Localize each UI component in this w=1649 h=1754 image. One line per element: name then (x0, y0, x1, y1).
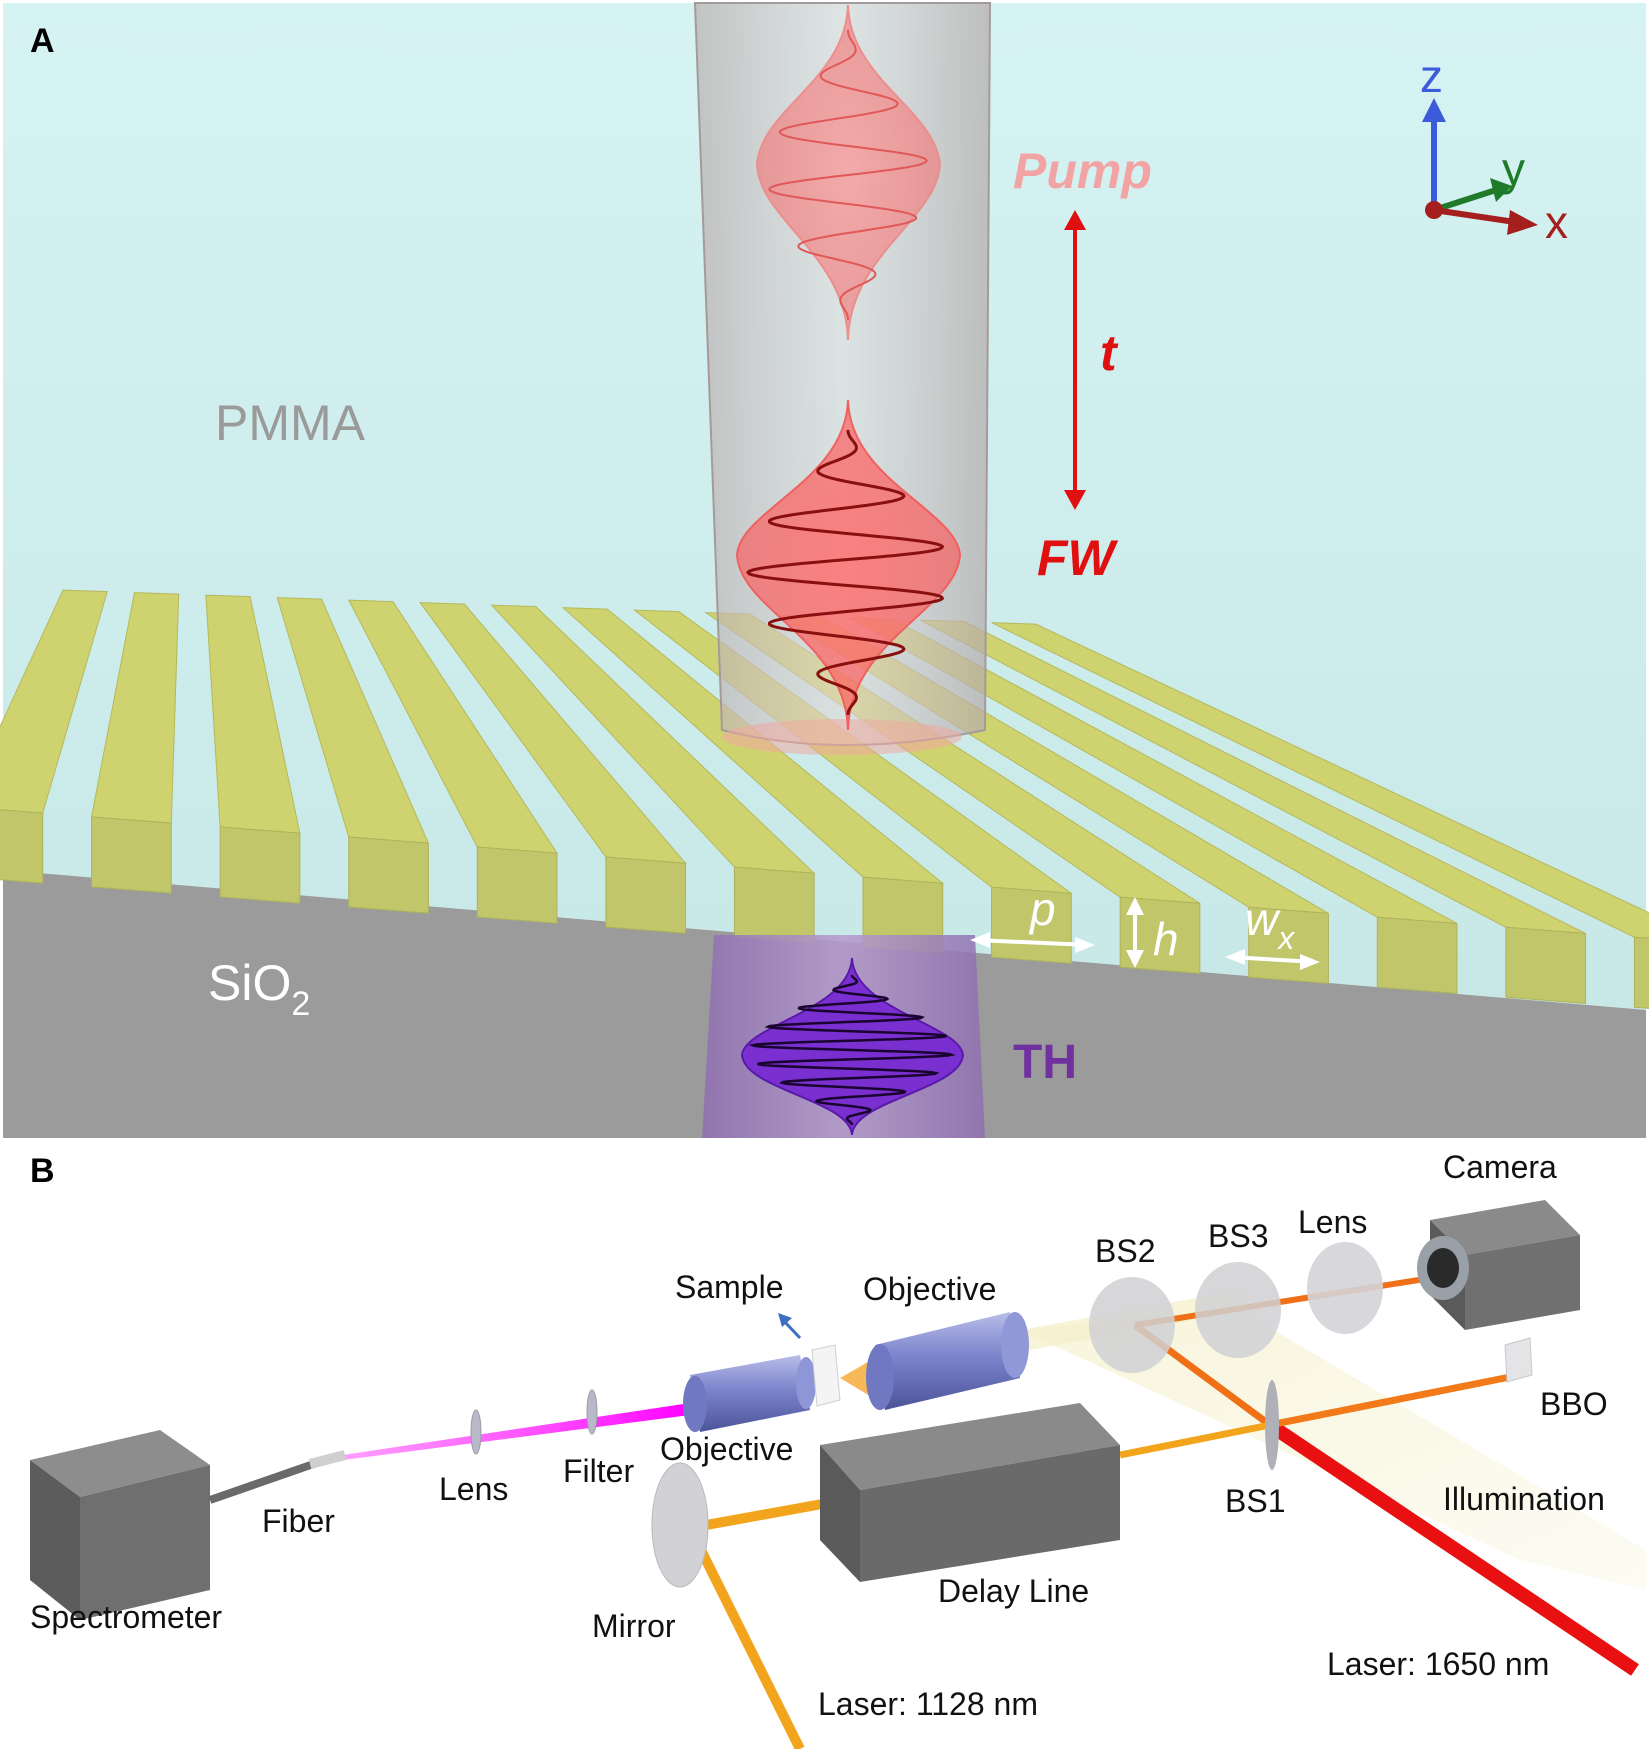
svg-text:z: z (1420, 50, 1443, 102)
fw-wave (745, 430, 945, 715)
axes-icon: z y x (1420, 50, 1568, 248)
bs3-label: BS3 (1208, 1218, 1268, 1254)
illumination-label: Illumination (1443, 1481, 1605, 1517)
camera (1417, 1200, 1580, 1330)
camera-beam (1134, 1272, 1451, 1328)
fw-pulse (735, 399, 962, 731)
delay-line (820, 1403, 1120, 1582)
fiber (208, 1456, 327, 1504)
th-label: TH (1013, 1036, 1077, 1089)
laser-1650-label: Laser: 1650 nm (1327, 1646, 1549, 1682)
spectrometer-label: Spectrometer (30, 1599, 222, 1635)
fiber-label: Fiber (262, 1503, 335, 1539)
grating-bar-front (605, 856, 687, 934)
grating-bar-front (1633, 936, 1649, 1009)
filter-label: Filter (563, 1453, 634, 1489)
bbo (1504, 1337, 1533, 1383)
mirror (651, 1462, 709, 1588)
panel-a-letter: A (30, 22, 55, 60)
bs2 (1089, 1277, 1175, 1373)
grating-bar-front (1505, 926, 1587, 1004)
objective-right (866, 1312, 1029, 1410)
laser-1128-label: Laser: 1128 nm (818, 1686, 1038, 1722)
sample-label: Sample (675, 1269, 784, 1305)
svg-text:x: x (1545, 196, 1568, 248)
delay-arrow (1064, 210, 1086, 510)
lens-top-label: Lens (1298, 1204, 1367, 1240)
illumination-beam (1020, 1310, 1646, 1590)
mirror-label: Mirror (592, 1608, 676, 1644)
beam-spot (722, 719, 962, 755)
dimension-p: p (970, 883, 1095, 953)
objective-left-label: Objective (660, 1431, 793, 1467)
panel-b: B (30, 1149, 1646, 1752)
pump-wave (768, 30, 928, 320)
signal-beam (343, 1403, 690, 1460)
grating-bar (991, 622, 1649, 939)
spectrometer (30, 1430, 210, 1620)
camera-label: Camera (1443, 1149, 1557, 1185)
filter (586, 1389, 598, 1435)
grating-bar-front (219, 826, 301, 904)
fw-label: FW (1037, 530, 1119, 586)
lens-left-label: Lens (439, 1471, 508, 1507)
panel-a: A PMMA SiO2 Pump t FW TH p h wx (0, 1, 1649, 1138)
bs1 (1265, 1380, 1279, 1470)
panel-b-letter: B (30, 1152, 55, 1190)
grating-bar-front (1376, 916, 1458, 994)
svg-text:p: p (1028, 883, 1056, 935)
svg-text:y: y (1502, 143, 1525, 195)
svg-text:h: h (1153, 913, 1179, 965)
grating-bar-front (0, 809, 44, 884)
grating-bar-front (733, 866, 815, 944)
th-wave (748, 974, 956, 1126)
pmma-label: PMMA (215, 395, 366, 451)
bs1-label: BS1 (1225, 1483, 1285, 1519)
objective-right-label: Objective (863, 1271, 996, 1307)
th-pulse (740, 957, 965, 1136)
bbo-label: BBO (1540, 1386, 1608, 1422)
bs3 (1195, 1262, 1281, 1358)
lens-top (1307, 1242, 1383, 1334)
sample-plate (811, 1344, 841, 1407)
delay-label: t (1100, 325, 1119, 381)
dimension-wx: wx (1225, 893, 1320, 970)
delay-line-label: Delay Line (938, 1573, 1089, 1609)
laser-1650-beam (1266, 1419, 1639, 1676)
svg-text:wx: wx (1245, 893, 1295, 956)
pump-pulse (755, 4, 942, 341)
pump-label: Pump (1013, 143, 1152, 199)
lens-left (470, 1409, 482, 1455)
grating-bar-front (476, 846, 558, 924)
grating-bar-front (348, 836, 429, 914)
bs2-label: BS2 (1095, 1233, 1155, 1269)
dimension-h: h (1126, 897, 1179, 968)
substrate-label: SiO2 (208, 955, 310, 1023)
grating-bar-front (91, 816, 172, 894)
objective-left (683, 1355, 816, 1432)
